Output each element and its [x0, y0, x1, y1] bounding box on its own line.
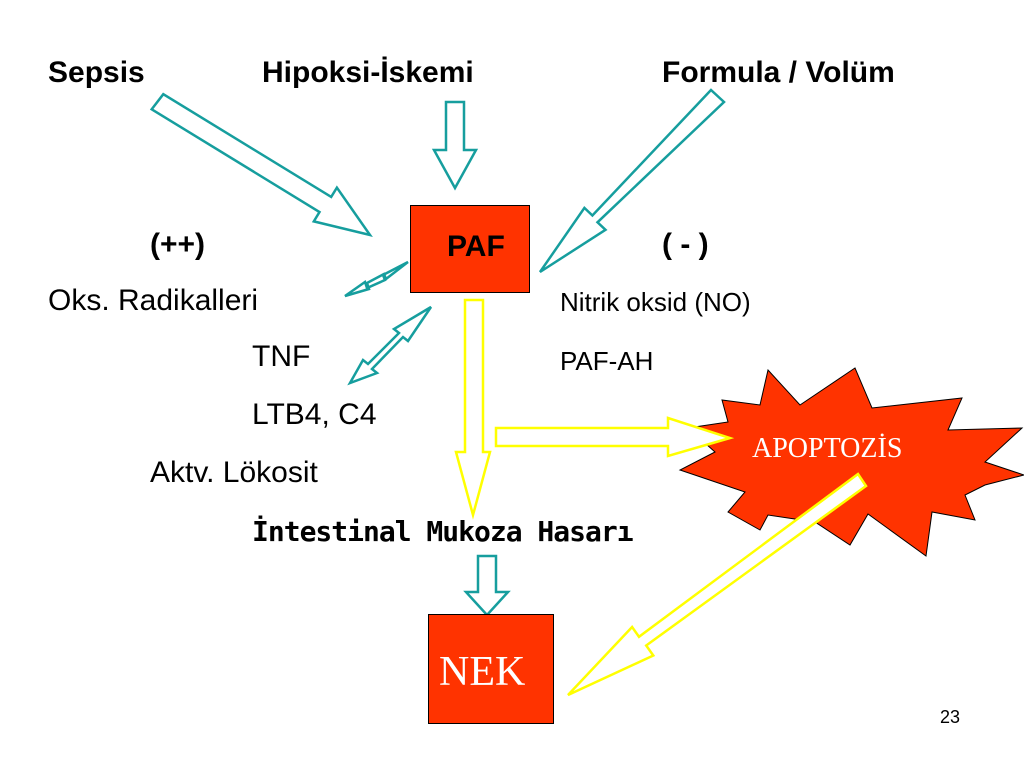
- activated-leukocyte-label: Aktv. Lökosit: [150, 456, 318, 489]
- tnf-label: TNF: [252, 340, 311, 373]
- nek-box: NEK: [428, 614, 554, 724]
- paf-label: PAF: [447, 230, 505, 263]
- arrow-paf-to-apoptosis: [494, 416, 735, 458]
- arrow-sepsis-to-paf: [149, 92, 373, 237]
- arrow-mucosa-to-nek: [463, 554, 511, 617]
- oxidative-radicals-label: Oks. Radikalleri: [48, 284, 259, 317]
- plus-plus-label: (++): [150, 228, 206, 261]
- ltb4-c4-label: LTB4, C4: [252, 398, 377, 431]
- page-number: 23: [940, 707, 961, 727]
- double-arrow-paf-radicals: [344, 260, 409, 298]
- double-arrow-paf-tnf: [347, 305, 433, 386]
- paf-ah-label: PAF-AH: [560, 346, 654, 376]
- formula-volume-label: Formula / Volüm: [662, 56, 895, 89]
- paf-box: PAF: [410, 205, 530, 293]
- nek-label: NEK: [439, 649, 526, 695]
- arrow-paf-to-mucosa: [454, 298, 492, 520]
- arrow-formula-to-paf: [538, 88, 726, 274]
- sepsis-label: Sepsis: [48, 56, 145, 89]
- arrow-apoptosis-to-nek: [567, 472, 868, 697]
- apoptosis-label: APOPTOZİS: [752, 433, 903, 464]
- hypoxia-ischemia-label: Hipoksi-İskemi: [262, 56, 474, 89]
- intestinal-mucosa-damage-label: İntestinal Mukoza Hasarı: [252, 515, 634, 548]
- arrow-hypoxia-to-paf: [431, 100, 479, 191]
- nitric-oxide-label: Nitrik oksid (NO): [560, 287, 751, 317]
- minus-label: ( - ): [662, 228, 709, 261]
